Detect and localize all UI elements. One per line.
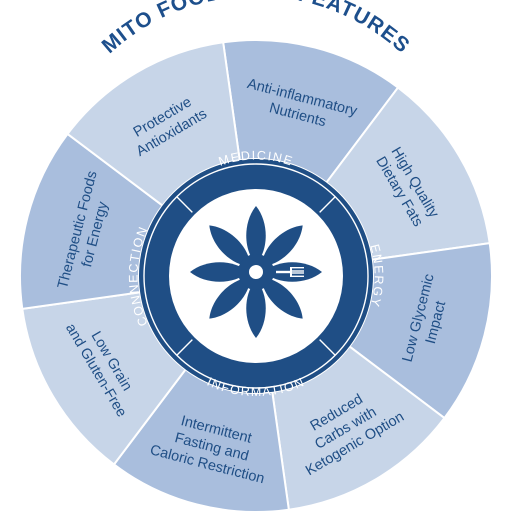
fork-part — [291, 267, 304, 269]
ring-divider — [319, 196, 336, 213]
ring-label-energy: ENERGY — [367, 243, 386, 310]
fork-part — [276, 270, 292, 274]
flower-hub-center — [249, 265, 263, 279]
ring-label-medicine: MEDICINE — [217, 148, 295, 168]
flower-petal — [209, 277, 251, 319]
ring-divider — [176, 339, 193, 356]
fork-part — [290, 267, 292, 277]
fork-icon — [276, 267, 304, 277]
flower-petal — [246, 280, 266, 338]
flower-petal — [209, 225, 251, 267]
flower-petal — [261, 225, 303, 267]
flower-with-fork-icon — [190, 206, 322, 338]
segments-group — [19, 39, 493, 513]
ring-divider — [176, 196, 193, 213]
flower-petal — [264, 262, 322, 282]
fork-part — [291, 275, 304, 277]
flower-petal — [261, 277, 303, 319]
ring-dividers — [176, 196, 336, 356]
flower-petal — [190, 262, 248, 282]
ring-divider — [319, 339, 336, 356]
fork-part — [291, 272, 304, 274]
flower-petal — [246, 206, 266, 264]
fork-part — [291, 270, 304, 272]
ring-outer-line — [143, 163, 369, 389]
